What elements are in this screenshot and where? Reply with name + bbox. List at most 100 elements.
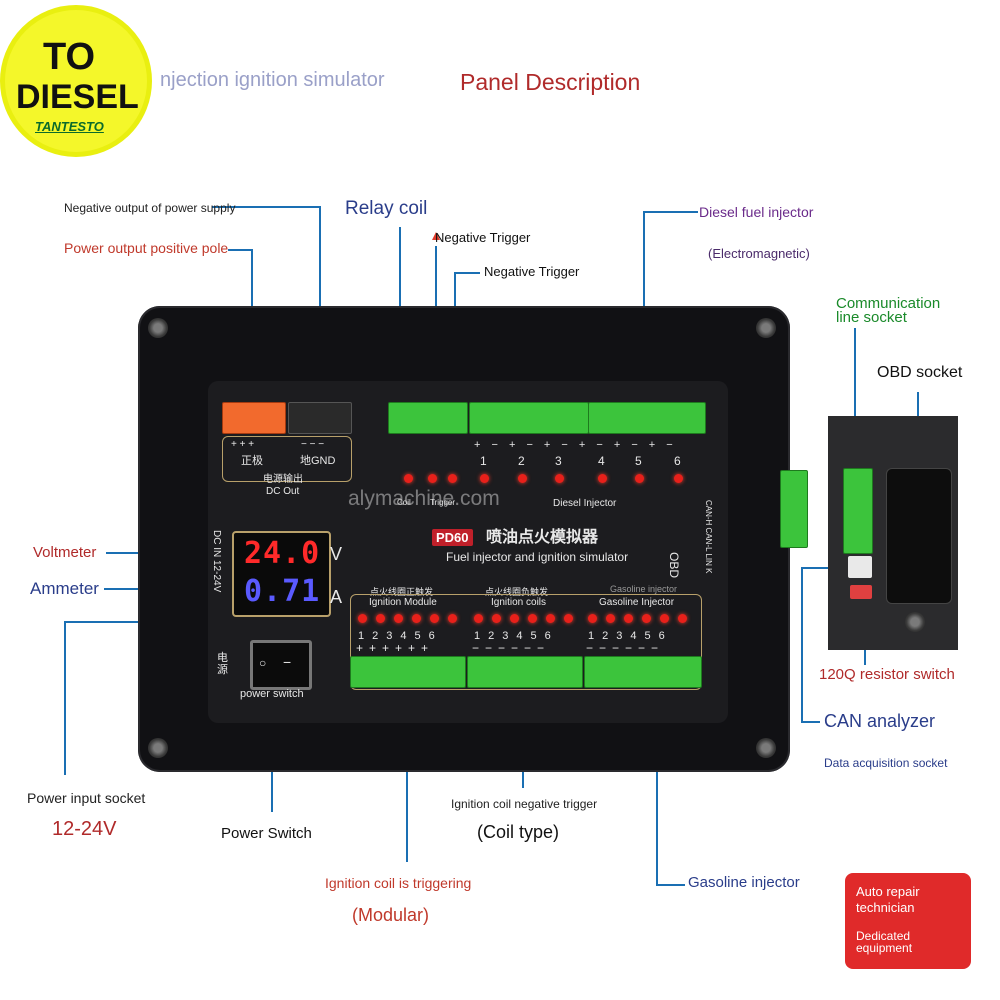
comm-line-socket[interactable] [843, 468, 873, 554]
status-led [555, 474, 564, 483]
voltage-reading: 24.0 [244, 536, 321, 571]
can-labels: CAN-H CAN-L LIN K [704, 500, 713, 574]
current-unit: A [330, 587, 343, 607]
status-led [598, 474, 607, 483]
status-led [412, 614, 421, 623]
logo-line1: TO [43, 36, 96, 78]
screw-icon [756, 318, 776, 338]
relay-terminal[interactable] [388, 402, 468, 434]
power-switch[interactable]: ○ − [250, 640, 312, 690]
minus-signs: − − − [301, 439, 325, 450]
resistor-switch-label: 120Q resistor switch [819, 666, 955, 683]
status-led [376, 614, 385, 623]
partial-title: njection ignition simulator [160, 69, 385, 91]
switch-off-icon: ○ [259, 656, 267, 670]
diesel-terminal-a[interactable] [469, 402, 589, 434]
diesel-injector-label: Diesel fuel injector [699, 204, 814, 220]
device-title-en: Fuel injector and ignition simulator [446, 550, 629, 564]
status-led [492, 614, 501, 623]
coil-type-label: (Coil type) [477, 822, 560, 842]
data-socket-label: Data acquisition socket [824, 756, 948, 770]
status-led [624, 614, 633, 623]
ign-triggering-label: Ignition coil is triggering [325, 875, 472, 891]
neg-output-label: Negative output of power supply [64, 201, 236, 215]
ign-module-numbers: 123456 [358, 630, 443, 642]
status-led [448, 474, 457, 483]
can-analyzer-port[interactable] [848, 556, 872, 578]
diesel-injector-panel-label: Diesel Injector [553, 498, 617, 509]
power-positive-label: 正极 [241, 455, 263, 467]
ign-coils-polarity: −−−−−− [472, 641, 551, 655]
current-reading: 0.71 [244, 574, 321, 609]
device-title-cn: 喷油点火模拟器 [486, 529, 599, 546]
status-led [660, 614, 669, 623]
ign-module-label: Ignition Module [369, 597, 437, 608]
screw-icon [148, 318, 168, 338]
pos-pole-label: Power output positive pole [64, 240, 229, 256]
can-analyzer-label: CAN analyzer [824, 711, 936, 731]
diesel-polarity: + − + − + − + − + − + − [474, 439, 677, 451]
obd-port[interactable] [886, 468, 952, 604]
dc-in-label: DC IN 12-24V [211, 530, 222, 593]
comm-socket-label: Communication line socket [836, 295, 941, 326]
gas-injector-terminal[interactable] [584, 656, 702, 688]
comm-connector[interactable] [780, 470, 808, 548]
screw-icon [905, 612, 925, 632]
num-4: 4 [598, 454, 605, 468]
tag-line2: technician [856, 900, 915, 915]
dc-out-cn-label: 电源输出 [263, 474, 303, 485]
status-led [474, 614, 483, 623]
line-can-analyzer [801, 567, 848, 723]
ign-coils-label: Ignition coils [491, 597, 547, 608]
gas-injector-numbers: 123456 [588, 630, 673, 642]
line-power-input [64, 621, 140, 775]
status-led [358, 614, 367, 623]
electromagnetic-label: (Electromagnetic) [708, 246, 810, 261]
obd-socket-label: OBD socket [877, 364, 963, 381]
diesel-terminal-b[interactable] [588, 402, 706, 434]
relay-coil-label: Relay coil [345, 198, 428, 219]
logo-line3: TANTESTO [35, 119, 104, 134]
status-led [564, 614, 573, 623]
gas-injector-polarity: −−−−−− [586, 641, 665, 655]
status-led [428, 474, 437, 483]
dc-out-label: DC Out [266, 486, 300, 497]
num-1: 1 [480, 454, 487, 468]
ign-module-terminal[interactable] [350, 656, 466, 688]
ign-coils-terminal[interactable] [467, 656, 583, 688]
num-3: 3 [555, 454, 562, 468]
diesel-channel-numbers: 1 2 3 4 5 6 [480, 455, 690, 469]
screw-icon [756, 738, 776, 758]
status-led [635, 474, 644, 483]
status-led [588, 614, 597, 623]
pd60-label: PD60 [432, 529, 473, 546]
voltage-unit: V [330, 544, 343, 564]
gasoline-injector-label: Gasoline injector [688, 874, 800, 891]
neg-trigger-label-2: Negative Trigger [484, 264, 580, 279]
status-led [546, 614, 555, 623]
status-led [404, 474, 413, 483]
promo-tag: Auto repair technician Dedicated equipme… [845, 873, 971, 969]
power-cn-label: 电源 [217, 652, 228, 676]
modular-label: (Modular) [352, 905, 430, 925]
screw-icon [148, 738, 168, 758]
ign-module-cn: 点火线圈正触发 [370, 587, 434, 597]
num-6: 6 [674, 454, 681, 468]
watermark: alymachine.com [348, 487, 500, 510]
dc-out-frame [222, 436, 352, 482]
plus-signs: + + + [231, 439, 255, 450]
tag-line3: Dedicated [856, 929, 911, 943]
resistor-dip-switch[interactable] [850, 585, 872, 599]
logo-line2: DIESEL [16, 78, 139, 116]
neg-trigger-label-1: Negative Trigger [435, 230, 531, 245]
ign-coils-cn: 点火线圈负触发 [485, 587, 549, 597]
gas-injector-panel-label: Gasoline Injector [599, 597, 675, 608]
gnd-terminal[interactable] [288, 402, 352, 434]
ign-coils-numbers: 123456 [474, 630, 559, 642]
status-led [480, 474, 489, 483]
panel-title: Panel Description [460, 69, 641, 95]
power-positive-terminal[interactable] [222, 402, 286, 434]
status-led [448, 614, 457, 623]
voltage-range-label: 12-24V [52, 818, 117, 840]
status-led [678, 614, 687, 623]
